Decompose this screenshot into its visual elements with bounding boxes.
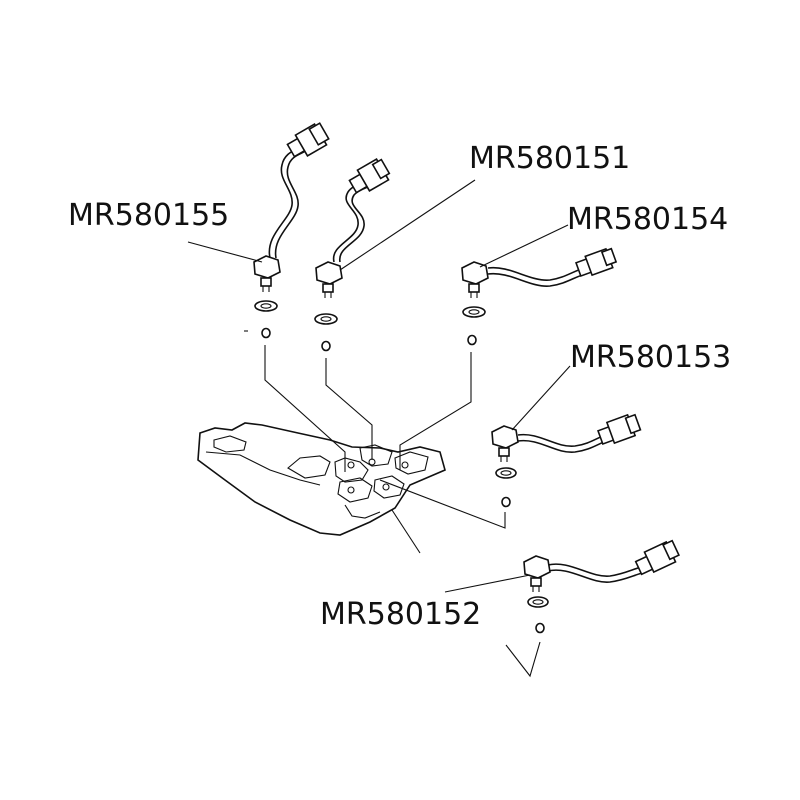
part-label-mr580153: MR580153 [570, 340, 731, 375]
part-label-mr580152: MR580152 [320, 597, 481, 632]
part-label-mr580151: MR580151 [469, 141, 630, 176]
part-label-mr580154: MR580154 [567, 202, 728, 237]
leader-lines [187, 179, 571, 593]
washers [244, 300, 549, 634]
mounting-bracket [197, 422, 446, 536]
part-label-mr580155: MR580155 [68, 198, 229, 233]
sensor-heads [253, 255, 551, 592]
assembly-guide-lines [264, 345, 541, 678]
sensor-wires [268, 122, 680, 583]
